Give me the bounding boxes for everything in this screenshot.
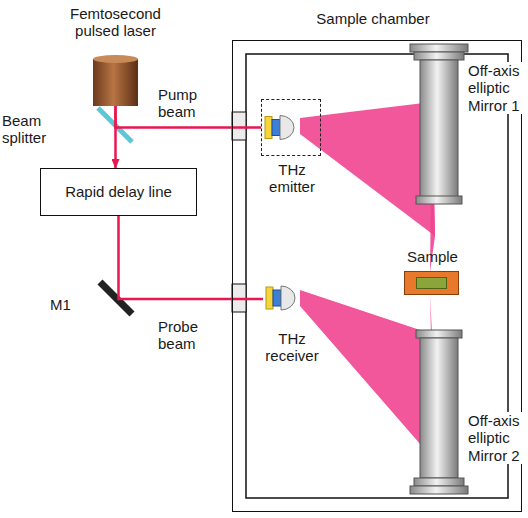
node-label: Sample chamber [273,10,473,27]
elliptic-mirror [410,330,468,494]
process-box: Rapid delay line [40,168,197,216]
laser-beam [119,216,264,299]
window [232,112,246,140]
thz-receiver: THz receiver [263,274,321,324]
node-label: Rapid delay line [41,183,196,200]
elliptic-mirror [410,44,468,204]
antenna-icon [262,273,320,323]
part-label: Off-axis elliptic Mirror 1 [468,62,528,114]
laser-source: Femtosecond pulsed laser [93,55,138,106]
node-label: Femtosecond pulsed laser [53,5,178,40]
thz-emitter: THz emitter [261,99,321,156]
part-label: Beam splitter [2,112,62,147]
sample-holder: Sample [404,271,459,295]
antenna-icon [261,99,321,156]
node-label: THz receiver [259,330,325,365]
laser-body [93,55,138,106]
beam-label: Probe beam [158,318,208,353]
part-label: M1 [50,296,71,313]
part-label: Off-axis elliptic Mirror 2 [468,412,528,464]
node-label: THz emitter [262,161,322,196]
node-label: Sample [395,248,470,265]
beam-label: Pump beam [158,86,208,121]
sample-slab [416,277,447,289]
thz-beam [300,290,434,460]
